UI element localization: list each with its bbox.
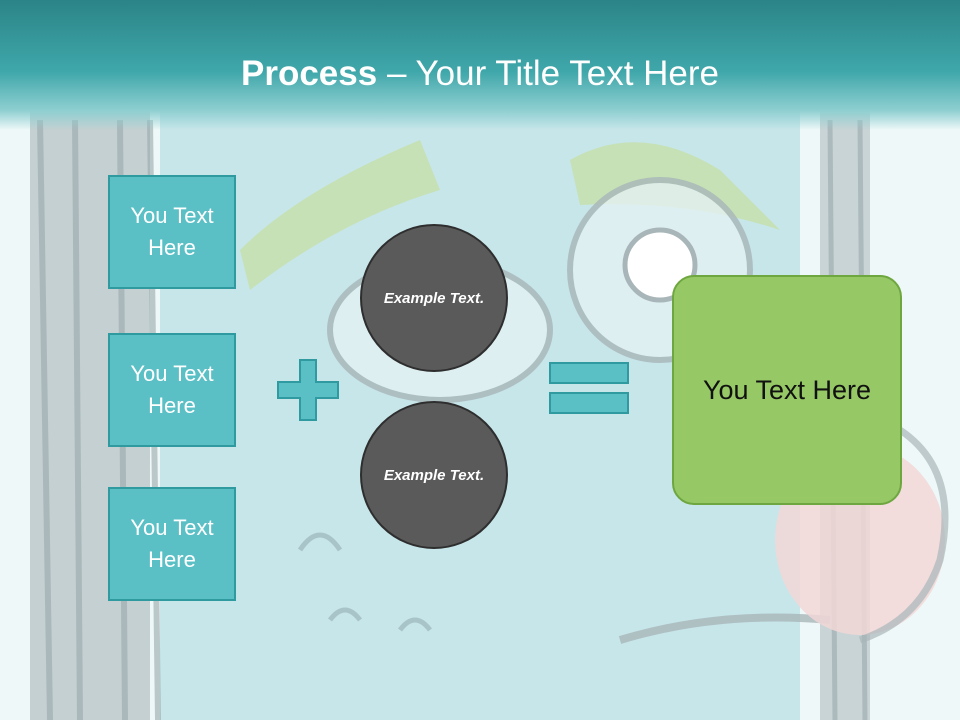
example-circle-1-label: Example Text. (383, 289, 485, 307)
text-box-3-label: You Text Here (130, 515, 214, 572)
text-box-2-label: You Text Here (130, 361, 214, 418)
title-bar (0, 0, 960, 130)
plus-icon (277, 359, 339, 421)
title-rest: – Your Title Text Here (377, 54, 719, 93)
text-box-1[interactable]: You Text Here (108, 175, 236, 289)
example-circle-2[interactable]: Example Text. (360, 401, 508, 549)
title-bold: Process (241, 54, 378, 93)
text-box-3[interactable]: You Text Here (108, 487, 236, 601)
example-circle-1[interactable]: Example Text. (360, 224, 508, 372)
text-box-2[interactable]: You Text Here (108, 333, 236, 447)
example-circle-2-label: Example Text. (383, 466, 485, 484)
equals-icon (549, 362, 629, 414)
result-box[interactable]: You Text Here (672, 275, 902, 505)
slide-title[interactable]: Process – Your Title Text Here (0, 52, 960, 96)
text-box-1-label: You Text Here (130, 203, 214, 260)
result-box-label: You Text Here (702, 374, 872, 405)
